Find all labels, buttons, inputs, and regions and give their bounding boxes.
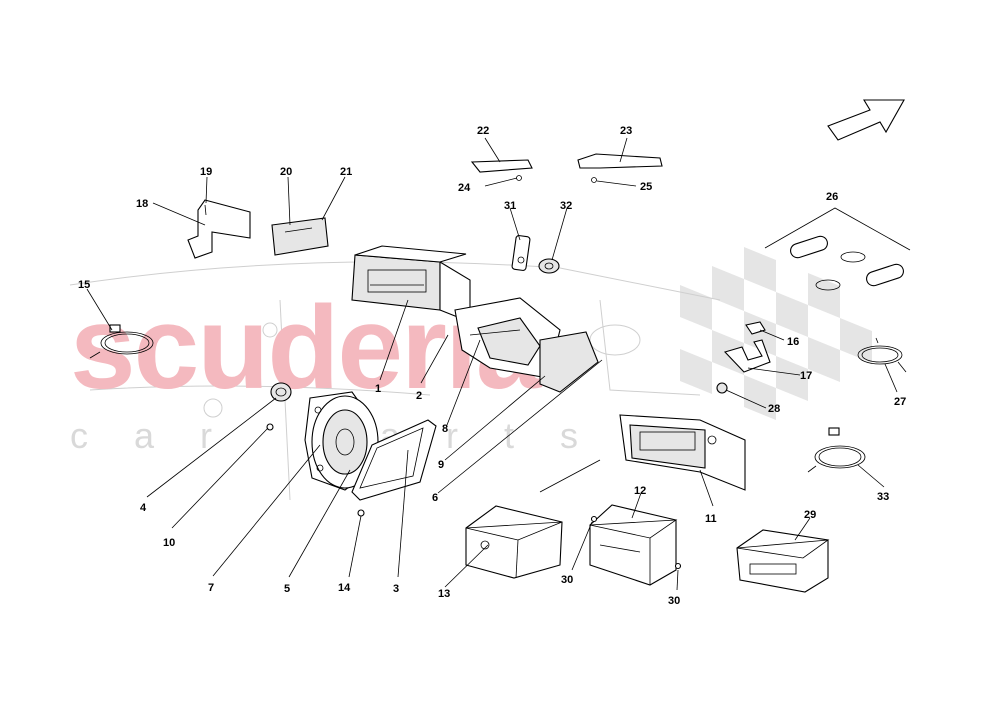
- part-module-20: [271, 217, 329, 256]
- part-bracket-22: [470, 159, 533, 181]
- callout-11: 11: [705, 513, 717, 525]
- callout-7: 7: [208, 582, 214, 594]
- part-screw-30a: [590, 515, 598, 523]
- callout-29: 29: [804, 509, 816, 521]
- part-cable-kit-26: [764, 207, 911, 291]
- callout-3: 3: [393, 583, 399, 595]
- callout-17: 17: [800, 370, 812, 382]
- callout-20: 20: [280, 166, 292, 178]
- callout-4: 4: [140, 502, 147, 514]
- callout-25: 25: [640, 181, 652, 193]
- part-cable-15: [89, 324, 154, 359]
- part-screw-30b: [674, 562, 682, 570]
- part-speaker: [304, 391, 379, 491]
- callout-32: 32: [560, 200, 572, 212]
- part-cable-27: [857, 337, 907, 373]
- callout-6: 6: [432, 492, 438, 504]
- callout-30a: 30: [561, 574, 573, 586]
- callout-33: 33: [877, 491, 889, 503]
- callout-16: 16: [787, 336, 799, 348]
- callout-23: 23: [620, 125, 632, 137]
- part-head-unit: [351, 245, 471, 323]
- direction-arrow-icon: [827, 99, 905, 141]
- callout-30b: 30: [668, 595, 680, 607]
- part-gasket-3: [351, 419, 437, 501]
- part-knob-4: [270, 382, 292, 402]
- part-box-13: [465, 505, 563, 579]
- part-bracket-18: [187, 199, 251, 259]
- callout-18: 18: [136, 198, 148, 210]
- part-cable-33: [807, 427, 866, 473]
- part-screw-10: [266, 423, 274, 431]
- callout-12: 12: [634, 485, 646, 497]
- callout-10: 10: [163, 537, 175, 549]
- callout-5: 5: [284, 583, 290, 595]
- callout-14: 14: [338, 582, 351, 594]
- callout-22: 22: [477, 125, 489, 137]
- part-bracket-23: [577, 153, 663, 183]
- callout-labels: 1 2 3 4 5 6 7 8 9 10 11 12 13 14 15 16 1…: [78, 125, 906, 607]
- part-device-29: [736, 529, 830, 593]
- dashboard-ghost-outline: [69, 261, 721, 501]
- callout-8: 8: [442, 423, 448, 435]
- callout-13: 13: [438, 588, 450, 600]
- part-mounting-bracket: [454, 297, 599, 393]
- callout-31: 31: [504, 200, 516, 212]
- callout-2: 2: [416, 390, 422, 402]
- part-head-unit-11: [619, 414, 746, 491]
- callout-26: 26: [826, 191, 838, 203]
- checkered-flag-watermark: [680, 247, 872, 420]
- part-plate-31: [511, 235, 531, 271]
- callout-27: 27: [894, 396, 906, 408]
- part-clip-16: [745, 321, 766, 335]
- part-cd-changer-12: [589, 504, 678, 586]
- part-nut-28: [716, 382, 728, 394]
- callout-21: 21: [340, 166, 352, 178]
- callout-1: 1: [375, 383, 381, 395]
- callout-19: 19: [200, 166, 212, 178]
- part-grommet-32: [538, 258, 560, 274]
- leader-lines: [86, 137, 898, 591]
- callout-28: 28: [768, 403, 780, 415]
- part-screw-14: [357, 509, 365, 517]
- callout-9: 9: [438, 459, 444, 471]
- callout-15: 15: [78, 279, 90, 291]
- callout-24: 24: [458, 182, 471, 194]
